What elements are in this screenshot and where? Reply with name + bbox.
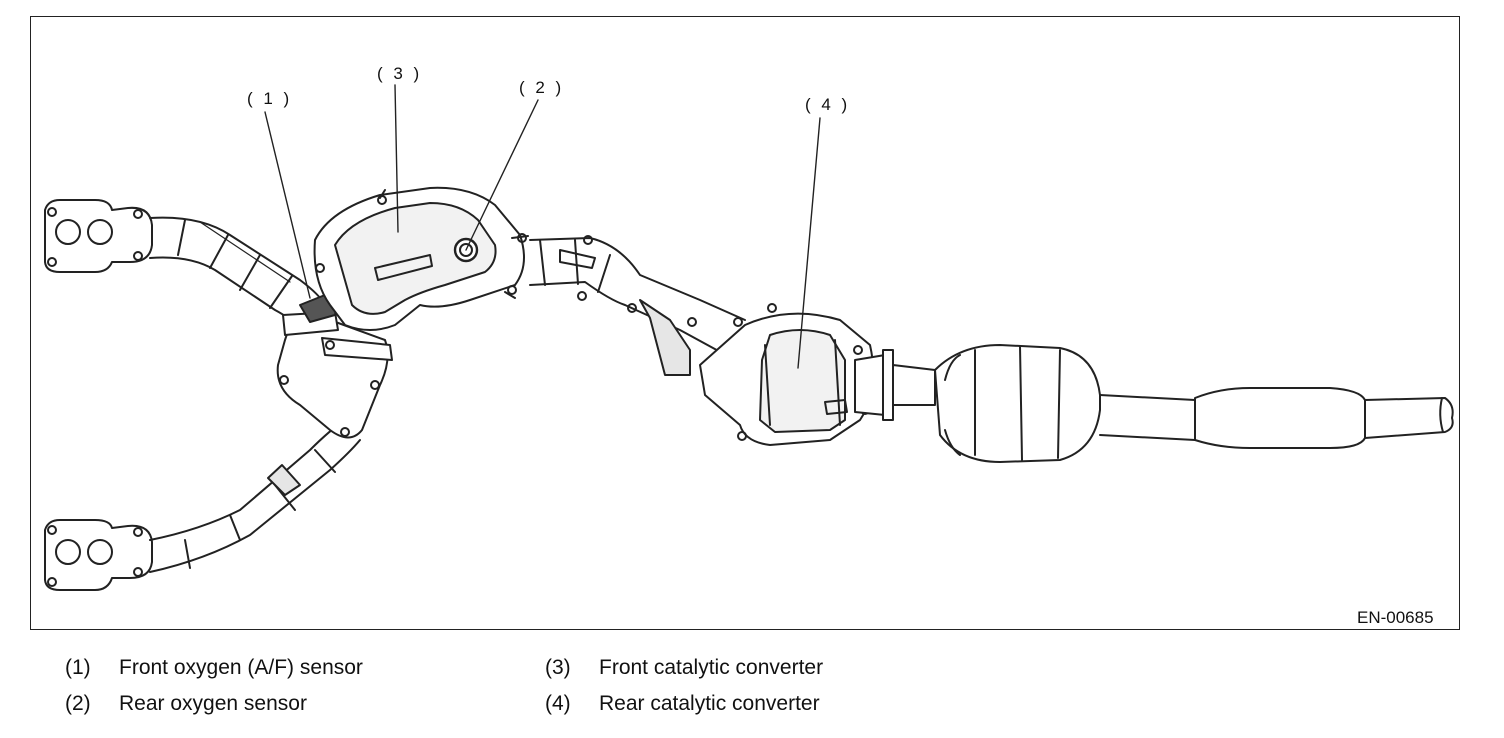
callout-1: ( 1 ) xyxy=(247,89,292,108)
legend-text: Rear oxygen sensor xyxy=(119,692,307,715)
upper-manifold-pipe xyxy=(149,216,326,326)
upper-manifold-flange xyxy=(44,199,153,273)
legend-num: (1) xyxy=(65,656,91,679)
figure-code: EN-00685 xyxy=(1357,608,1434,627)
center-pipe xyxy=(529,235,746,376)
legend-item-2: (2) Rear oxygen sensor xyxy=(65,692,307,716)
legend-num: (2) xyxy=(65,692,91,715)
exhaust-system-diagram: ( 1 ) ( 2 ) ( 3 ) ( 4 ) EN-00685 xyxy=(44,64,1454,627)
leader-line-2 xyxy=(465,99,539,251)
lower-manifold-pipe xyxy=(149,419,361,573)
front-muffler xyxy=(934,344,1101,463)
legend-item-1: (1) Front oxygen (A/F) sensor xyxy=(65,656,363,680)
legend-text: Rear catalytic converter xyxy=(599,692,820,715)
diagram-frame xyxy=(30,16,1460,630)
callout-2: ( 2 ) xyxy=(519,78,564,97)
legend-item-3: (3) Front catalytic converter xyxy=(545,656,823,680)
callout-3: ( 3 ) xyxy=(377,64,422,83)
tail-pipe xyxy=(1099,387,1454,449)
leader-line-1 xyxy=(264,111,311,299)
pipe-joint xyxy=(854,349,936,421)
rear-catalytic-converter-body xyxy=(699,303,875,446)
legend-num: (4) xyxy=(545,692,571,715)
legend-text: Front oxygen (A/F) sensor xyxy=(119,656,363,679)
lower-manifold-flange xyxy=(44,519,153,591)
front-catalytic-converter-body xyxy=(313,186,529,331)
y-pipe-junction xyxy=(276,311,393,439)
leader-line-4 xyxy=(797,117,821,369)
legend-num: (3) xyxy=(545,656,571,679)
legend: (1) Front oxygen (A/F) sensor (2) Rear oxy… xyxy=(0,652,1504,732)
leader-line-3 xyxy=(394,84,399,233)
legend-text: Front catalytic converter xyxy=(599,656,824,679)
callout-4: ( 4 ) xyxy=(805,95,850,114)
legend-item-4: (4) Rear catalytic converter xyxy=(545,692,820,716)
